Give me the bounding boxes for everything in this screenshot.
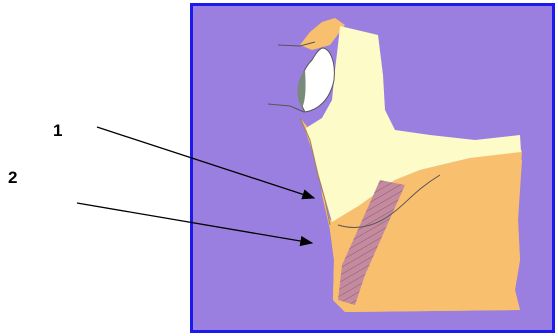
label-1: 1 [53, 121, 62, 140]
label-2: 2 [8, 168, 17, 187]
